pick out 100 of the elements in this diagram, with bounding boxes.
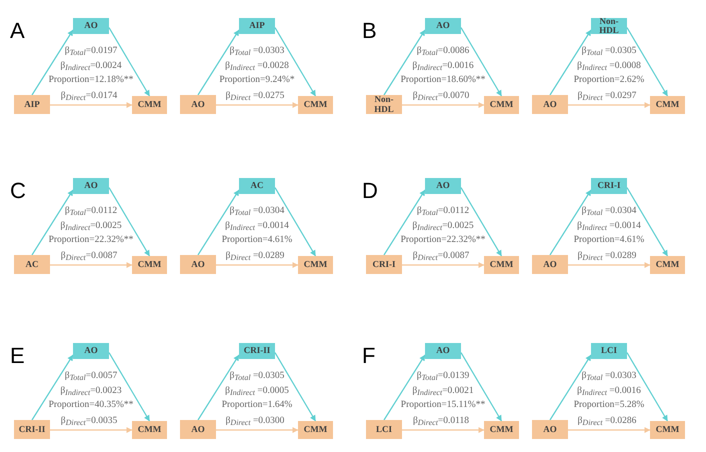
coefficient-text: β$_{Total}$=0.0057 (64, 371, 118, 383)
variable-box: AC (14, 255, 50, 274)
variable-box: AO (180, 95, 216, 114)
variable-box: AO (425, 18, 461, 34)
variable-box: CRI-I (366, 255, 402, 274)
arrow (216, 102, 298, 108)
coefficient-text: Proportion=9.24%* (219, 75, 295, 86)
coefficient-text: β$_{Total}$=0.0197 (64, 46, 118, 58)
coefficient-text: β$_{Indirect}$=0.0021 (412, 386, 474, 398)
coefficient-text: Proportion=22.32%** (48, 235, 134, 246)
arrow (32, 30, 74, 96)
variable-box: AO (73, 18, 109, 34)
edge-label: β$_{Direct}$ =0.0300 (224, 416, 286, 428)
arrow (402, 102, 484, 108)
arrow (626, 187, 668, 256)
arrow (198, 190, 240, 256)
coefficient-text: Proportion=5.28% (574, 400, 644, 410)
arrow (568, 427, 650, 433)
edge-label: β$_{Direct}$=0.0118 (412, 416, 470, 428)
variable-box: CMM (298, 96, 333, 114)
panel-letter: C (10, 180, 26, 202)
edge-label: β$_{Direct}$ =0.0286 (576, 416, 638, 428)
coefficient-text: β$_{Total}$ =0.0305 (582, 46, 636, 58)
panel-letter: A (10, 20, 25, 42)
coefficient-text: β$_{Total}$ =0.0303 (582, 371, 636, 383)
variable-box: LCI (591, 343, 627, 359)
variable-box: LCI (366, 420, 402, 439)
panel-letter: F (362, 345, 376, 367)
coefficient-text: Proportion=15.11%** (400, 400, 486, 410)
coefficient-text: β$_{Indirect}$=0.0025 (412, 220, 474, 232)
arrow (274, 187, 316, 256)
edge-label: β$_{Direct}$=0.0035 (60, 416, 118, 428)
arrow (108, 27, 150, 96)
panel-letter: D (362, 180, 378, 202)
variable-box: AO (425, 178, 461, 194)
coefficient-text: Proportion=18.60%** (400, 75, 486, 86)
coefficient-text: β$_{Indirect}$ =0.0014 (225, 220, 289, 232)
variable-box: CMM (650, 96, 685, 114)
arrow (626, 352, 668, 422)
arrow (384, 190, 426, 256)
arrow (384, 30, 426, 96)
coefficient-text: β$_{Indirect}$ =0.0014 (577, 220, 641, 232)
arrow (50, 102, 132, 108)
edge-label: β$_{Direct}$=0.0087 (412, 251, 470, 263)
arrow (550, 354, 592, 420)
arrow (460, 187, 502, 256)
arrow (568, 262, 650, 268)
arrow (50, 427, 132, 433)
variable-box: CMM (132, 96, 167, 114)
arrow (550, 30, 592, 96)
edge-label: β$_{Direct}$=0.0087 (60, 251, 118, 263)
variable-box: AC (239, 178, 275, 194)
variable-box: CMM (484, 421, 519, 439)
coefficient-text: β$_{Total}$ =0.0305 (230, 371, 284, 383)
arrow (402, 262, 484, 268)
variable-box: AO (180, 420, 216, 439)
coefficient-text: β$_{Total}$=0.0112 (64, 206, 118, 218)
coefficient-text: β$_{Indirect}$=0.0025 (60, 220, 122, 232)
arrow (460, 352, 502, 422)
variable-box: AO (73, 178, 109, 194)
coefficient-text: β$_{Total}$ =0.0304 (230, 206, 284, 218)
variable-box: CMM (650, 256, 685, 274)
coefficient-text: β$_{Indirect}$=0.0024 (60, 60, 122, 72)
arrow (402, 427, 484, 433)
arrow (108, 187, 150, 256)
variable-box: AO (532, 420, 568, 439)
variable-box: CMM (298, 256, 333, 274)
variable-box: AO (532, 95, 568, 114)
coefficient-text: β$_{Indirect}$ =0.0008 (577, 60, 641, 72)
variable-box: Non-HDL (366, 95, 402, 114)
arrow (216, 262, 298, 268)
variable-box: AIP (14, 95, 50, 114)
variable-box: AO (532, 255, 568, 274)
coefficient-text: β$_{Indirect}$ =0.0016 (577, 386, 641, 398)
arrow (274, 27, 316, 96)
edge-label: β$_{Direct}$ =0.0289 (224, 251, 286, 263)
variable-box: CRI-I (591, 178, 627, 194)
coefficient-text: β$_{Indirect}$ =0.0005 (225, 386, 289, 398)
variable-box: CMM (298, 421, 333, 439)
edge-label: β$_{Direct}$=0.0174 (60, 91, 118, 103)
variable-box: CMM (484, 256, 519, 274)
arrow (274, 352, 316, 422)
variable-box: AO (425, 343, 461, 359)
panel-letter: B (362, 20, 377, 42)
arrow (32, 354, 74, 420)
coefficient-text: β$_{Indirect}$=0.0023 (60, 386, 122, 398)
arrow (50, 262, 132, 268)
variable-box: CRI-II (14, 420, 50, 439)
coefficient-text: Proportion=2.62% (574, 75, 644, 86)
edge-label: β$_{Direct}$ =0.0275 (224, 91, 286, 103)
arrow (216, 427, 298, 433)
coefficient-text: β$_{Indirect}$ =0.0028 (225, 60, 289, 72)
coefficient-text: Proportion=4.61% (222, 235, 292, 246)
arrow (460, 27, 502, 96)
arrow (108, 352, 150, 422)
variable-box: CMM (650, 421, 685, 439)
variable-box: AO (73, 343, 109, 359)
variable-box: CMM (484, 96, 519, 114)
variable-box: CRI-II (239, 343, 275, 359)
coefficient-text: β$_{Total}$=0.0139 (416, 371, 470, 383)
